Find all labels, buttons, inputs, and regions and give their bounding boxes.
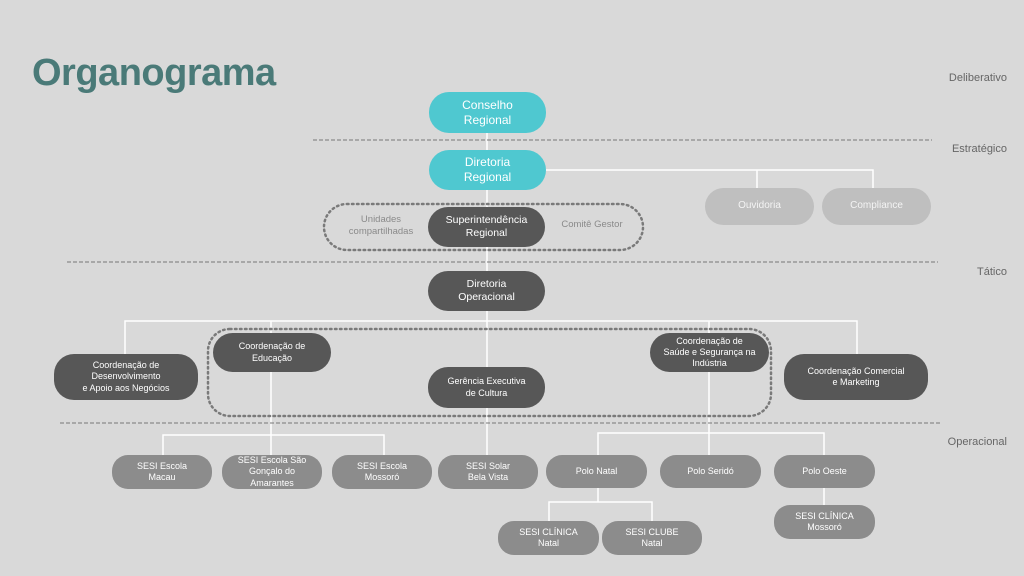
node-clinica-mossoro: SESI CLÍNICA Mossoró [774, 505, 875, 539]
node-superintendencia-regional: Superintendência Regional [428, 207, 545, 247]
level-label-tatico: Tático [977, 266, 1007, 278]
node-polo-serido: Polo Seridó [660, 455, 761, 488]
node-coord-saude: Coordenação de Saúde e Segurança na Indú… [650, 333, 769, 372]
page-title: Organograma [32, 52, 276, 94]
node-compliance: Compliance [822, 188, 931, 225]
node-clinica-natal: SESI CLÍNICA Natal [498, 521, 599, 555]
node-sesi-macau: SESI Escola Macau [112, 455, 212, 489]
node-gerencia-cultura: Gerência Executiva de Cultura [428, 367, 545, 408]
node-clube-natal: SESI CLUBE Natal [602, 521, 702, 555]
label-unidades-compartilhadas: Unidades compartilhadas [348, 214, 414, 238]
node-polo-natal: Polo Natal [546, 455, 647, 488]
node-diretoria-operacional: Diretoria Operacional [428, 271, 545, 311]
node-sesi-sao-goncalo: SESI Escola São Gonçalo do Amarantes [222, 455, 322, 489]
node-ouvidoria: Ouvidoria [705, 188, 814, 225]
node-sesi-mossoro: SESI Escola Mossoró [332, 455, 432, 489]
level-label-deliberativo: Deliberativo [948, 72, 1007, 84]
node-coord-desenvolvimento: Coordenação de Desenvolvimento e Apoio a… [54, 354, 198, 400]
node-coord-comercial: Coordenação Comercial e Marketing [784, 354, 928, 400]
level-label-estrategico: Estratégico [951, 143, 1007, 155]
node-diretoria-regional: Diretoria Regional [429, 150, 546, 190]
label-comite-gestor: Comitê Gestor [561, 219, 623, 230]
node-coord-educacao: Coordenação de Educação [213, 333, 331, 372]
node-sesi-solar: SESI Solar Bela Vista [438, 455, 538, 489]
level-label-operacional: Operacional [947, 436, 1007, 448]
node-conselho-regional: Conselho Regional [429, 92, 546, 133]
node-polo-oeste: Polo Oeste [774, 455, 875, 488]
